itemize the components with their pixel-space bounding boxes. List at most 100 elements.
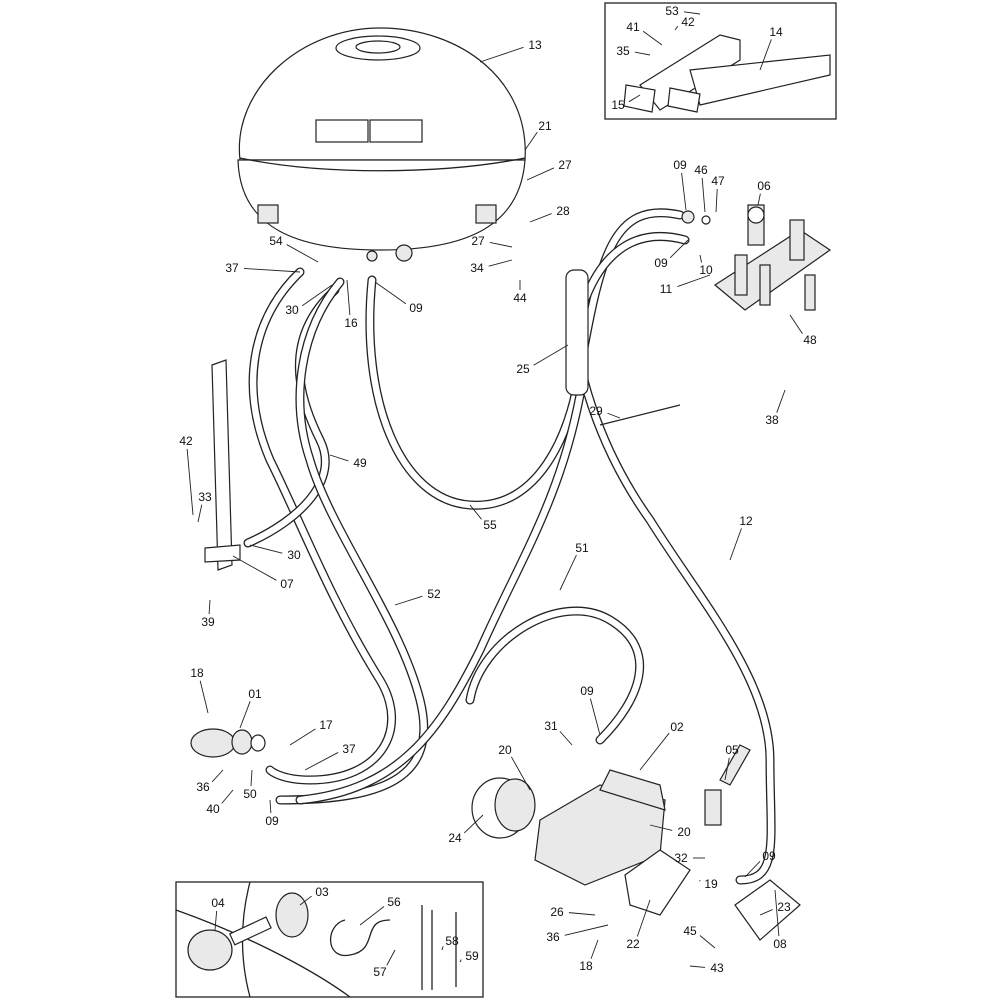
callout-label: 41 bbox=[626, 20, 640, 34]
callout-label: 49 bbox=[353, 456, 367, 470]
drawbar bbox=[623, 34, 831, 113]
leader-line bbox=[564, 924, 609, 936]
leader-line bbox=[269, 799, 272, 814]
leader-line bbox=[699, 254, 702, 263]
callout-label: 09 bbox=[265, 814, 279, 828]
callout-label: 11 bbox=[660, 282, 673, 296]
pump bbox=[471, 744, 801, 941]
hose-fill-1 bbox=[244, 286, 339, 547]
leader-line bbox=[759, 39, 772, 71]
callout-label: 55 bbox=[483, 518, 497, 532]
inset-frame-pump-drive bbox=[175, 881, 484, 998]
leader-line bbox=[489, 241, 513, 248]
callout-label: 21 bbox=[538, 119, 552, 133]
leader-line bbox=[469, 504, 482, 520]
callout-label: 09 bbox=[409, 301, 423, 315]
leader-line bbox=[589, 698, 601, 736]
leader-line bbox=[568, 912, 596, 916]
callout-label: 57 bbox=[373, 965, 387, 979]
callout-label: 28 bbox=[556, 204, 570, 218]
callout-label: 44 bbox=[513, 291, 527, 305]
leader-line bbox=[628, 94, 641, 103]
leader-line bbox=[689, 965, 706, 968]
leader-line bbox=[199, 680, 209, 714]
hose-sleeve bbox=[565, 269, 589, 396]
leader-line bbox=[683, 11, 701, 15]
callout-label: 45 bbox=[683, 924, 697, 938]
hose-3 bbox=[365, 208, 685, 510]
suction-filter bbox=[190, 728, 266, 758]
leader-line bbox=[636, 899, 651, 937]
leader-line bbox=[299, 895, 312, 906]
mounting-bracket bbox=[204, 359, 241, 571]
leader-line bbox=[463, 814, 484, 834]
hose-fill-7 bbox=[466, 607, 643, 744]
leader-line bbox=[715, 188, 718, 213]
callout-label: 09 bbox=[762, 849, 776, 863]
leader-line bbox=[669, 239, 689, 259]
leader-line bbox=[441, 946, 444, 951]
leader-line bbox=[459, 959, 462, 963]
callout-label: 43 bbox=[710, 961, 724, 975]
callout-label: 42 bbox=[681, 15, 695, 29]
callout-label: 38 bbox=[765, 413, 779, 427]
leader-line bbox=[590, 939, 599, 959]
hose-fill-6 bbox=[296, 391, 584, 804]
hoses bbox=[243, 208, 776, 885]
callout-label: 53 bbox=[665, 4, 679, 18]
callout-label: 42 bbox=[179, 434, 193, 448]
leader-line bbox=[776, 389, 786, 413]
hose-fill-5 bbox=[581, 233, 689, 304]
callout-label: 52 bbox=[427, 587, 441, 601]
callout-label: 05 bbox=[725, 743, 739, 757]
leader-line bbox=[639, 732, 670, 771]
callout-label: 19 bbox=[704, 877, 718, 891]
callout-label: 26 bbox=[550, 905, 564, 919]
callout-label: 46 bbox=[694, 163, 708, 177]
leader-line bbox=[677, 274, 711, 287]
leader-line bbox=[249, 544, 283, 554]
leader-line bbox=[559, 554, 577, 591]
leader-line bbox=[724, 757, 730, 781]
leader-line bbox=[529, 213, 552, 223]
inset-frame-drawbar bbox=[604, 2, 837, 120]
callout-label: 27 bbox=[471, 234, 485, 248]
callout-label: 24 bbox=[448, 831, 462, 845]
hose-fill-3 bbox=[366, 209, 684, 509]
callout-label: 09 bbox=[654, 256, 668, 270]
callout-label: 04 bbox=[211, 896, 225, 910]
leader-line bbox=[239, 701, 251, 729]
leader-line bbox=[701, 177, 706, 213]
leader-line bbox=[607, 412, 621, 419]
callout-label: 27 bbox=[558, 158, 572, 172]
callout-label: 23 bbox=[777, 900, 791, 914]
callout-label: 37 bbox=[225, 261, 239, 275]
callout-label: 32 bbox=[674, 851, 688, 865]
callout-label: 09 bbox=[673, 158, 687, 172]
leader-line bbox=[304, 752, 339, 771]
leader-line bbox=[744, 860, 761, 878]
leader-line bbox=[699, 935, 716, 949]
leader-line bbox=[649, 824, 673, 831]
leader-line bbox=[208, 599, 211, 615]
callout-label: 13 bbox=[528, 38, 542, 52]
leader-line bbox=[359, 906, 385, 926]
callout-label: 07 bbox=[280, 577, 294, 591]
leader-line bbox=[221, 789, 234, 804]
leader-line bbox=[729, 528, 742, 561]
leader-line bbox=[211, 769, 224, 783]
callout-label: 03 bbox=[315, 885, 329, 899]
callout-label: 39 bbox=[201, 615, 215, 629]
callout-label: 18 bbox=[190, 666, 204, 680]
callout-label: 06 bbox=[757, 179, 771, 193]
callout-label: 40 bbox=[206, 802, 220, 816]
leader-line bbox=[510, 756, 531, 791]
cable-tie bbox=[599, 404, 681, 426]
hose-fill-4 bbox=[571, 296, 775, 884]
leader-line bbox=[243, 268, 301, 273]
leader-line bbox=[559, 731, 573, 746]
leader-line bbox=[759, 909, 773, 916]
callout-label: 08 bbox=[773, 937, 787, 951]
callout-label: 59 bbox=[465, 949, 479, 963]
